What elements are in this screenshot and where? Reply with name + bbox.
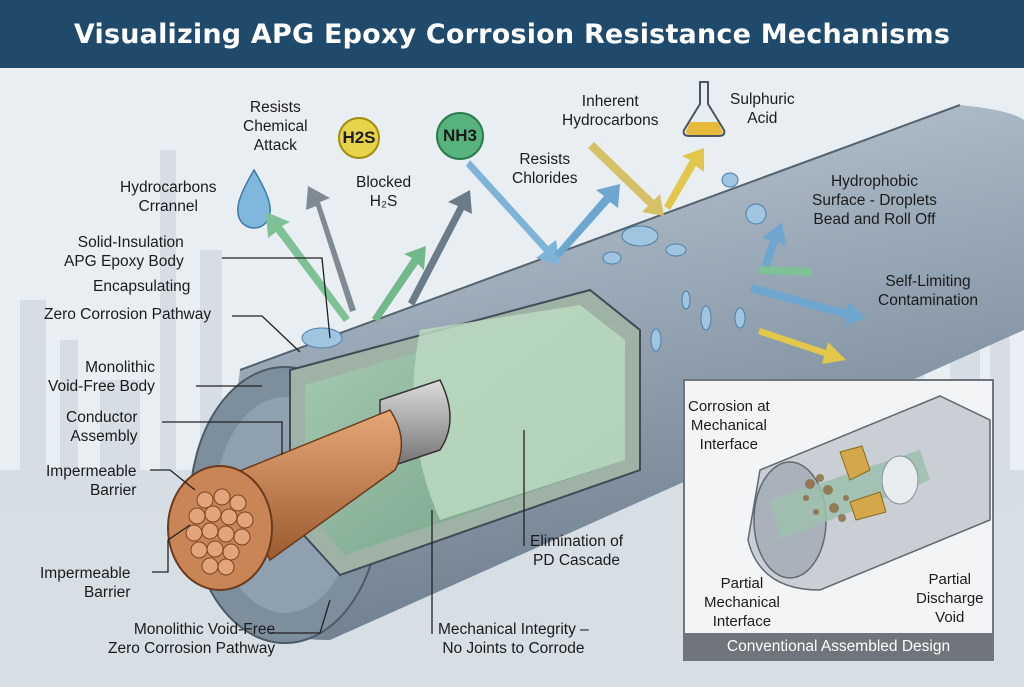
arrow-blocked-h2s: [408, 190, 472, 306]
label-encapsulating: Encapsulating: [93, 278, 191, 295]
label-blocked-h2s: Blocked H₂S: [356, 174, 412, 210]
deflection-arrows: [266, 142, 866, 364]
arrow-chemical-attack: [306, 186, 356, 312]
arrow-green-right: [760, 266, 812, 276]
label-monolithic-body: Monolithic Void-Free Body: [48, 359, 155, 395]
arrow-self-limit-2: [758, 328, 846, 364]
inset-title: Conventional Assembled Design: [684, 633, 993, 661]
arrow-hydrophobic: [760, 222, 786, 272]
inset-label-partial-discharge-void: Partial Discharge Void: [916, 571, 984, 626]
label-monolithic-zero-corrosion: Monolithic Void-Free Zero Corrosion Path…: [108, 621, 276, 657]
label-inherent-hydrocarbons: Inherent Hydrocarbons: [562, 93, 659, 129]
label-hydrocarbons-channel: Hydrocarbons Crrannel: [120, 179, 217, 215]
label-zero-corrosion-pathway: Zero Corrosion Pathway: [44, 306, 212, 323]
label-elimination-pd-cascade: Elimination of PD Cascade: [530, 533, 624, 569]
label-mechanical-integrity: Mechanical Integrity – No Joints to Corr…: [438, 621, 589, 657]
h2s-molecule-icon: H2S: [338, 117, 380, 159]
label-conductor-assembly: Conductor Assembly: [66, 409, 138, 445]
water-droplets: [301, 172, 767, 352]
arrow-sulphuric-in: [588, 142, 664, 216]
arrow-green-up: [372, 246, 426, 322]
nh3-molecule-icon: NH3: [436, 112, 484, 160]
arrow-chlorides-out: [554, 184, 620, 258]
label-impermeable-barrier-bottom: Impermeable Barrier: [40, 565, 131, 601]
inset-label-corrosion-interface: Corrosion at Mechanical Interface: [688, 398, 770, 453]
acid-beaker-icon: [682, 81, 726, 137]
inset-label-partial-mechanical-interface: Partial Mechanical Interface: [704, 575, 780, 630]
label-sulphuric-acid: Sulphuric Acid: [730, 91, 795, 127]
hydrocarbon-drop-icon: [237, 168, 271, 229]
arrow-self-limit-1: [750, 284, 866, 326]
arrow-sulphuric-out: [664, 148, 704, 210]
label-impermeable-barrier-top: Impermeable Barrier: [46, 463, 137, 499]
label-self-limiting-contamination: Self-Limiting Contamination: [878, 273, 978, 309]
arrow-chlorides-in: [466, 160, 560, 266]
label-resists-chlorides: Resists Chlorides: [512, 151, 578, 187]
label-resists-chemical-attack: Resists Chemical Attack: [243, 99, 308, 154]
label-solid-insulation: Solid-Insulation APG Epoxy Body: [64, 234, 184, 270]
page-title: Visualizing APG Epoxy Corrosion Resistan…: [0, 0, 1024, 68]
arrow-hydrocarbons: [266, 212, 350, 322]
conductor-assembly: [167, 379, 451, 591]
conventional-design-inset: [683, 379, 994, 661]
diagram-canvas: [0, 81, 1024, 687]
label-hydrophobic-surface: Hydrophobic Surface - Droplets Bead and …: [812, 173, 937, 228]
